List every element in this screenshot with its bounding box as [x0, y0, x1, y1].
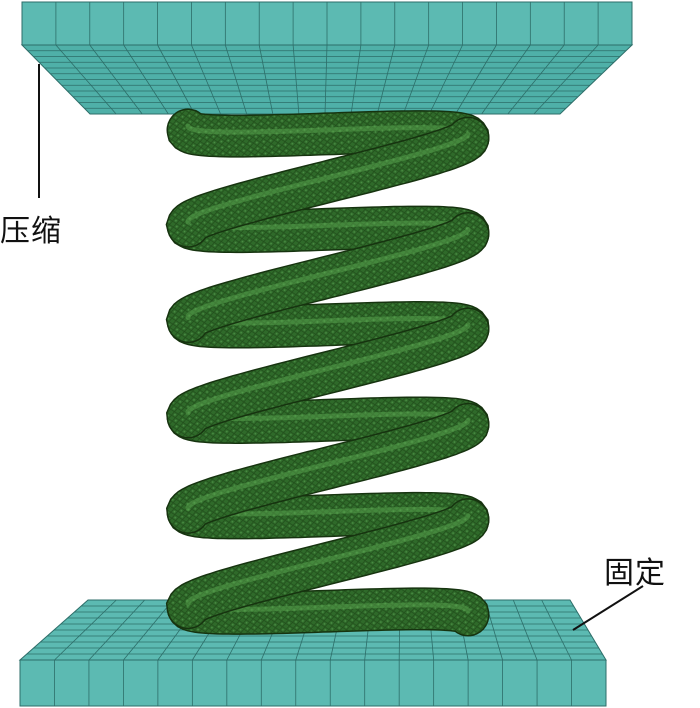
fixed-leader-line — [572, 585, 644, 631]
spring-front-segment-mesh — [167, 499, 488, 628]
spring-front-segment-mesh — [167, 308, 488, 437]
fixed-label: 固定 — [604, 556, 666, 591]
top-plate — [20, 1, 634, 115]
bottom-plate-front — [19, 659, 607, 707]
spring-front-segment-highlight — [185, 322, 471, 416]
spring-front-segment-highlight — [185, 131, 471, 225]
spring-front-segment-highlight — [185, 513, 471, 607]
compress-label: 压缩 — [0, 214, 62, 249]
spring-front-segment-highlight — [185, 417, 471, 511]
spring-front-segment-highlight — [185, 227, 471, 321]
spring-front-segment-mesh — [167, 118, 488, 247]
spring-front-segment-mesh — [167, 213, 488, 342]
helical-spring — [165, 108, 490, 637]
spring-front-segment-mesh — [167, 404, 488, 533]
